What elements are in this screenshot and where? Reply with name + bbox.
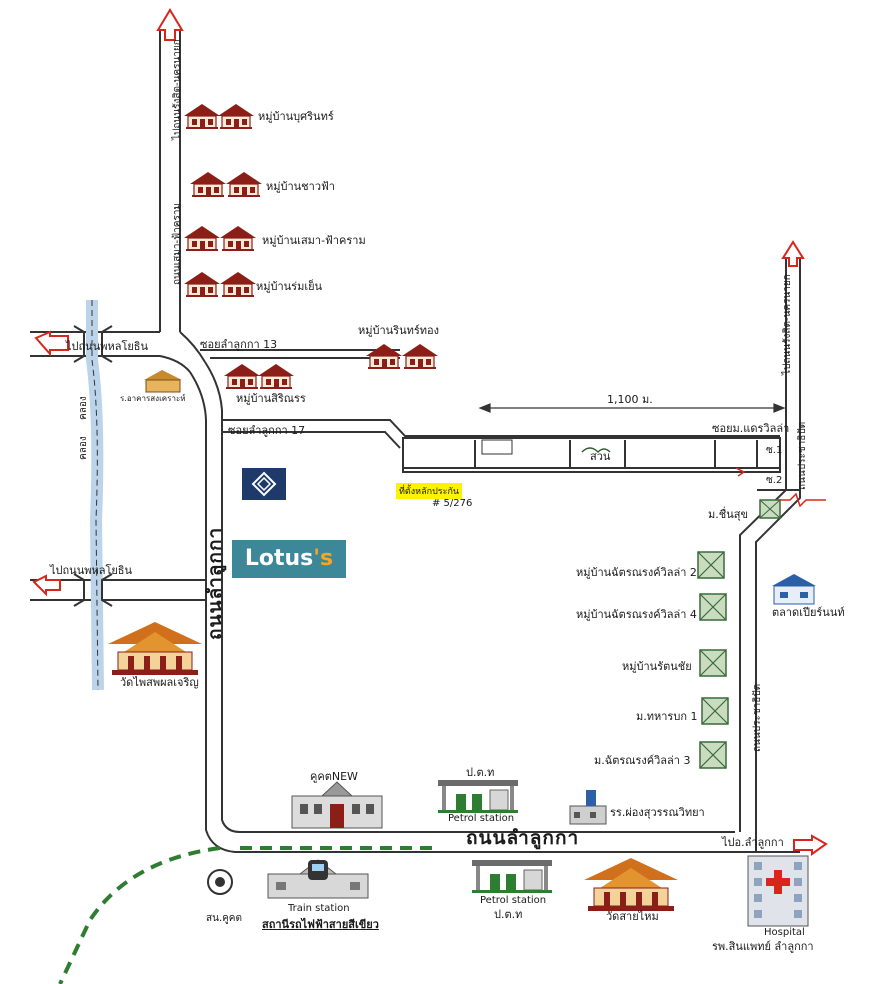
house-icon (257, 363, 295, 389)
label-garden: สวน (590, 450, 611, 463)
label-soi-13: ซอยลำลูกกา 13 (200, 338, 278, 351)
label-chat-2: หมู่บ้านฉัตรณรงค์วิลล่า 2 (576, 566, 697, 579)
house-icon (219, 271, 257, 297)
label-village-4: หมู่บ้านร่มเย็น (256, 280, 323, 293)
label-west-mid: ไปถนนพหลโยธิน (50, 564, 133, 577)
bank-diamond-icon (251, 471, 277, 497)
government-building-icon (291, 781, 383, 829)
arrow-up-east-icon (781, 240, 805, 267)
petrol-station-icon (471, 859, 553, 894)
label-hospital-th: รพ.สินแพทย์ ลำลูกกา (712, 940, 814, 953)
distance-arrow (478, 403, 786, 413)
label-train-th: สถานีรถไฟฟ้าสายสีเขียว (262, 918, 379, 931)
canal (86, 300, 104, 691)
hospital-icon (747, 855, 809, 927)
label-petrol-bot: Petrol station (480, 895, 547, 906)
label-school-building: ร.อาคารสงเคราะห์ (120, 394, 186, 403)
label-lamlukka-vertical: ถนนลำลูกกา (204, 526, 226, 640)
label-kukot-new: คูคตNEW (310, 770, 358, 783)
label-market: ตลาดเปียร์นนท์ (772, 606, 845, 619)
label-to-lamlukka: ไปอ.ลำลูกกา (722, 836, 784, 849)
label-village-6: หมู่บ้านสิริณรร (236, 392, 306, 405)
label-soi-lane: ซอยม.แดรวิลล่า (712, 422, 790, 435)
house-icon (365, 343, 403, 369)
label-west-top: ไปถนนพหลโยธิน (66, 340, 149, 353)
label-school: รร.ผ่องสุวรรณวิทยา (610, 806, 705, 819)
label-thahan: ม.ทหารบก 1 (636, 710, 698, 723)
arrow-left-top-icon (34, 330, 69, 357)
label-distance: 1,100 ม. (607, 393, 653, 406)
label-canal-1: คลอง (78, 396, 89, 420)
village-markers (697, 499, 781, 769)
label-prachathipat-1: ถนนประชาธิปัต (797, 421, 808, 490)
label-block-2: ซ.2 (766, 475, 783, 486)
temple-icon (107, 621, 203, 676)
label-hospital-en: Hospital (764, 927, 805, 938)
village-box-icon (699, 741, 727, 769)
label-canal-2: คลอง (78, 436, 89, 460)
label-petrol-bot-code: ป.ต.ท (494, 908, 523, 921)
garden-icon (581, 447, 611, 454)
house-icon (183, 271, 221, 297)
label-east-north: ไปถนนรังสิต-นครนายก (782, 274, 793, 375)
arrows (32, 8, 828, 856)
lotus-logo-text: Lotus (244, 546, 314, 571)
house-icon (217, 103, 255, 129)
bank-logo (242, 468, 286, 500)
label-village-5: หมู่บ้านรินทร์ทอง (358, 324, 439, 337)
label-soi-17: ซอยลำลูกกา 17 (228, 424, 306, 437)
label-rattana: หมู่บ้านรัตนชัย (622, 660, 692, 673)
school-building-icon (144, 370, 182, 393)
house-icon (225, 171, 263, 197)
label-train-en: Train station (288, 903, 350, 914)
house-icon (223, 363, 261, 389)
label-chuensuk: ม.ชื่นสุข (708, 508, 748, 521)
village-box-icon (699, 593, 727, 621)
house-icon (183, 103, 221, 129)
police-emblem-icon (207, 869, 233, 895)
school-icon (569, 790, 607, 825)
label-village-2: หมู่บ้านชาวฟ้า (266, 180, 335, 193)
house-icon (401, 343, 439, 369)
arrow-up-north-icon (156, 8, 184, 41)
lotus-logo-apostrophe: 's (313, 546, 334, 571)
arrow-left-mid-icon (32, 574, 61, 597)
label-lamlukka-bottom: ถนนลำลูกกา (466, 827, 580, 849)
label-prachathipat-2: ถนนประชาธิปัต (752, 683, 763, 752)
label-temple-1: วัดไพสพผลเจริญ (120, 676, 199, 689)
label-village-3: หมู่บ้านเสมา-ฟ้าคราม (262, 234, 366, 247)
label-block-1: ซ.1 (766, 445, 783, 456)
petrol-station-icon (437, 779, 519, 814)
label-petrol-top-code: ป.ต.ท (466, 766, 495, 779)
house-icon (189, 171, 227, 197)
bridges (73, 325, 113, 607)
label-chat-3: ม.ฉัตรณรงค์วิลล่า 3 (594, 754, 691, 767)
house-icon (183, 225, 221, 251)
village-box-icon (699, 649, 727, 677)
label-chat-4: หมู่บ้านฉัตรณรงค์วิลล่า 4 (576, 608, 697, 621)
label-sema-road: ถนนเสมา-ฟ้าคราม (172, 202, 183, 285)
label-petrol-top: Petrol station (448, 813, 515, 824)
label-village-1: หมู่บ้านบุศรินทร์ (258, 110, 334, 123)
house-icon (219, 225, 257, 251)
village-box-icon (701, 697, 729, 725)
lotus-store-logo: Lotus's (232, 540, 346, 578)
road-network (30, 30, 801, 853)
location-tag: ที่ตั้งหลักประกัน (396, 483, 463, 499)
label-main-north: ไปถนนรังสิต-นครนายก (172, 39, 183, 140)
arrow-right-bottom-icon (793, 834, 828, 856)
green-line-route (58, 846, 221, 984)
label-police: สน.คูคต (206, 913, 242, 924)
label-address: # 5/276 (432, 498, 473, 509)
market-icon (772, 574, 816, 605)
village-box-icon (697, 551, 725, 579)
train-station-icon (267, 859, 369, 899)
label-temple-2: วัดสายไหม (606, 910, 659, 923)
temple-icon (583, 857, 679, 912)
break-marks (735, 467, 826, 508)
